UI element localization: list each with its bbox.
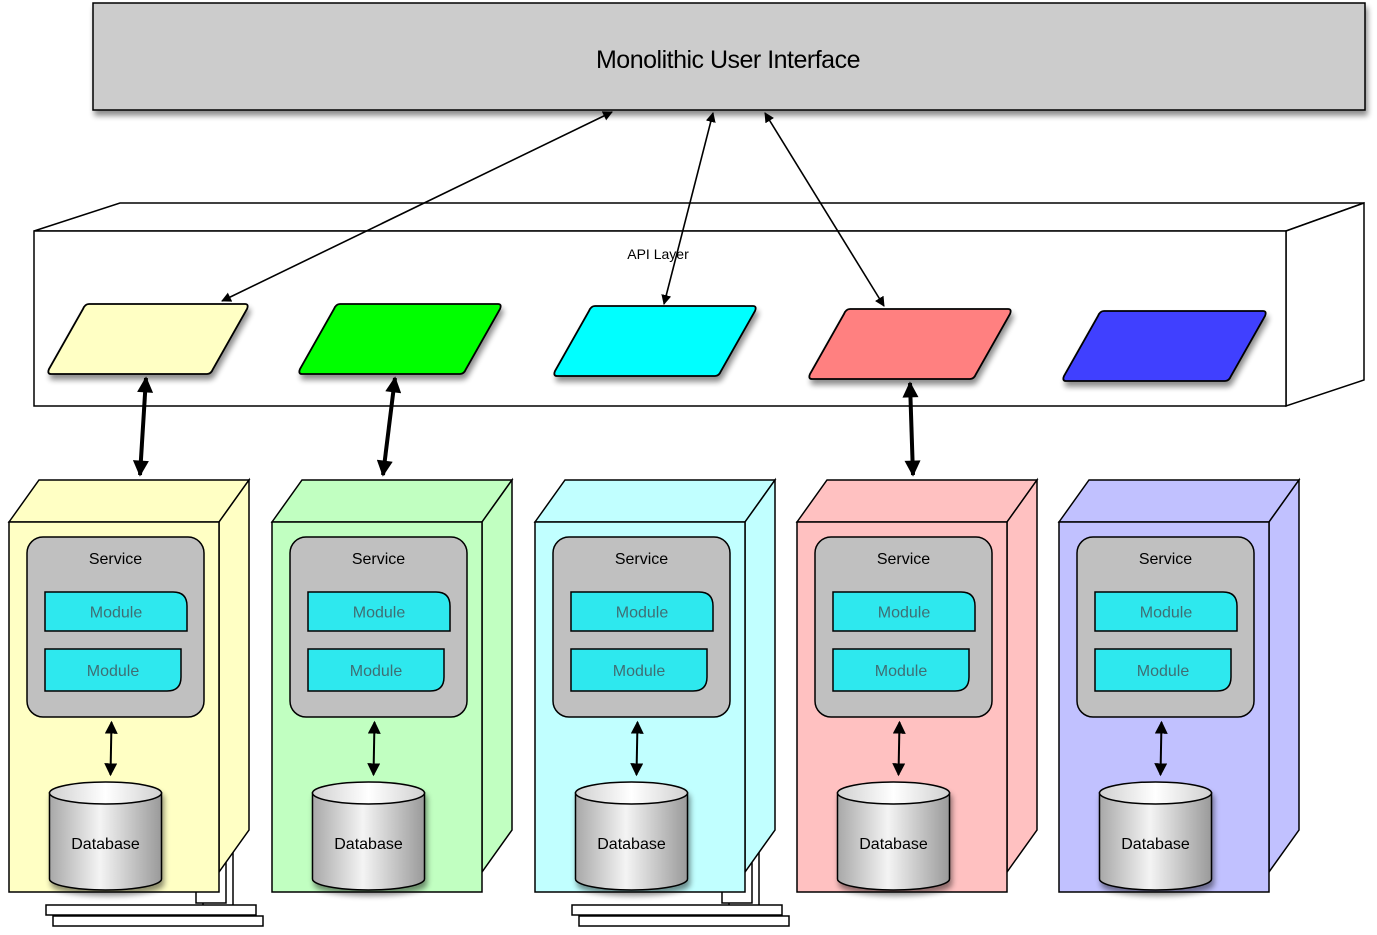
services: ServiceModuleModuleDatabaseServiceModule… bbox=[7, 477, 1301, 927]
module-box bbox=[1094, 591, 1238, 632]
service-node-top-face bbox=[270, 479, 514, 523]
api-layer-label: API Layer bbox=[627, 246, 689, 262]
database-body bbox=[836, 792, 951, 891]
module-box bbox=[44, 591, 188, 632]
module-label: Module bbox=[1140, 605, 1193, 622]
service-node-top-face bbox=[1057, 479, 1301, 523]
service-node-side-face bbox=[1006, 477, 1038, 875]
module-label: Module bbox=[90, 605, 143, 622]
module-label: Module bbox=[616, 605, 669, 622]
module-label: Module bbox=[1137, 663, 1190, 680]
service-db-arrow bbox=[1154, 720, 1168, 777]
module-label: Module bbox=[350, 663, 403, 680]
service-label: Service bbox=[615, 551, 668, 568]
service-node-top-face bbox=[795, 479, 1039, 523]
api-to-service-link-yellow bbox=[132, 376, 154, 477]
database-top bbox=[574, 781, 689, 805]
service-label: Service bbox=[1139, 551, 1192, 568]
links bbox=[132, 111, 921, 477]
module-box bbox=[570, 591, 714, 632]
module-box bbox=[307, 648, 445, 692]
database-cylinder bbox=[836, 781, 951, 891]
module-box bbox=[307, 591, 451, 632]
api-endpoints bbox=[47, 303, 1267, 382]
service-db-arrow bbox=[892, 720, 906, 777]
database-top bbox=[1098, 781, 1213, 805]
service-label: Service bbox=[352, 551, 405, 568]
service-label: Service bbox=[877, 551, 930, 568]
api-endpoint-yellow bbox=[47, 303, 249, 375]
database-label: Database bbox=[859, 836, 928, 853]
database-label: Database bbox=[1121, 836, 1190, 853]
module-box bbox=[832, 648, 970, 692]
database-body bbox=[311, 792, 426, 891]
api-layer-top-face bbox=[33, 202, 1365, 232]
service-node-side-face bbox=[218, 477, 250, 875]
ui-to-api-link-yellow bbox=[221, 111, 613, 302]
database-top bbox=[311, 781, 426, 805]
monolithic-ui-title: Monolithic User Interface bbox=[596, 46, 860, 74]
api-layer-side-face bbox=[1285, 201, 1365, 408]
service-db-arrow bbox=[630, 720, 644, 777]
service-node-side-face bbox=[744, 477, 776, 875]
database-label: Database bbox=[71, 836, 140, 853]
service-db-arrow bbox=[367, 720, 381, 777]
ui-to-api-link-cyan bbox=[661, 112, 716, 305]
service-node-side-face bbox=[1268, 477, 1300, 875]
module-box bbox=[570, 648, 708, 692]
module-label: Module bbox=[87, 663, 140, 680]
service-node-side-face bbox=[481, 477, 513, 875]
service-db-arrow bbox=[104, 720, 118, 777]
module-box bbox=[44, 648, 182, 692]
database-top bbox=[836, 781, 951, 805]
stacked-instance-page bbox=[578, 915, 790, 927]
api-endpoint-red bbox=[808, 308, 1012, 380]
module-box bbox=[1094, 648, 1232, 692]
database-body bbox=[48, 792, 163, 891]
database-cylinder bbox=[1098, 781, 1213, 891]
database-cylinder bbox=[311, 781, 426, 891]
database-top bbox=[48, 781, 163, 805]
monolithic-ui-box: Monolithic User Interface bbox=[92, 2, 1366, 111]
database-cylinder bbox=[574, 781, 689, 891]
module-label: Module bbox=[353, 605, 406, 622]
database-cylinder bbox=[48, 781, 163, 891]
module-label: Module bbox=[878, 605, 931, 622]
module-box bbox=[832, 591, 976, 632]
ui-to-api-link-red bbox=[764, 112, 885, 307]
database-body bbox=[574, 792, 689, 891]
api-endpoint-green bbox=[298, 303, 502, 375]
service-node-top-face bbox=[7, 479, 251, 523]
stacked-instance-page bbox=[571, 904, 783, 916]
module-label: Module bbox=[875, 663, 928, 680]
database-label: Database bbox=[597, 836, 666, 853]
stacked-instance-page bbox=[52, 915, 264, 927]
api-to-service-link-green bbox=[376, 376, 402, 477]
monolithic-ui-rect bbox=[92, 2, 1366, 111]
database-label: Database bbox=[334, 836, 403, 853]
api-endpoint-cyan bbox=[553, 305, 757, 377]
database-body bbox=[1098, 792, 1213, 891]
service-label: Service bbox=[89, 551, 142, 568]
stacked-instance-page bbox=[45, 904, 257, 916]
api-endpoint-blue bbox=[1062, 310, 1267, 382]
module-label: Module bbox=[613, 663, 666, 680]
service-node-top-face bbox=[533, 479, 777, 523]
api-to-service-link-red bbox=[902, 381, 921, 477]
